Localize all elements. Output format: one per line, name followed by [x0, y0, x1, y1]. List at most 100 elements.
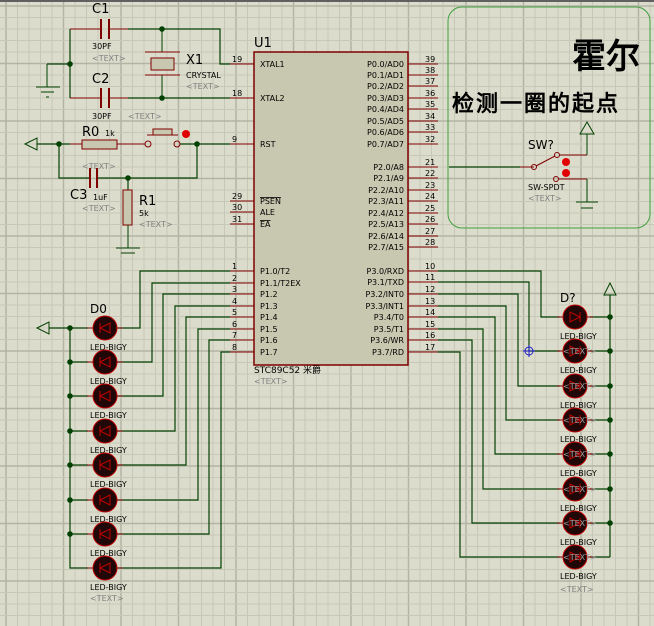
d-right-text: <TEXT> — [560, 585, 594, 594]
x1-text: <TEXT> — [186, 82, 220, 91]
led[interactable]: <TEXT>LED-BIGY — [557, 407, 597, 444]
led-value: LED-BIGY — [560, 469, 597, 478]
led-value: LED-BIGY — [560, 332, 597, 341]
led-text-overlay: <TEXT> — [563, 519, 597, 528]
resistor-r1[interactable]: R1 5k <TEXT> — [122, 189, 173, 229]
wire — [117, 293, 230, 397]
led-body — [562, 338, 588, 364]
junction-dot — [67, 497, 73, 503]
pin-name: P3.1/TXD — [367, 278, 404, 287]
capacitor-c1[interactable]: C1 30PF <TEXT> — [70, 2, 128, 63]
u1-part: STC89C52 米爵 — [254, 364, 321, 376]
pin-number: 34 — [425, 112, 435, 121]
pin-number: 29 — [232, 192, 242, 201]
title-line2: 检测一圈的起点 — [452, 91, 620, 117]
pin-number: 4 — [232, 297, 237, 306]
capacitor-c3[interactable]: C3 1uF <TEXT> — [70, 168, 116, 213]
pin-number: 32 — [425, 135, 435, 144]
title-box[interactable] — [447, 6, 651, 229]
pin-name: P1.7 — [260, 348, 278, 357]
led-value: LED-BIGY — [90, 411, 127, 420]
button-state-indicator[interactable] — [182, 130, 190, 138]
junction-dot — [607, 348, 613, 354]
led-text-overlay: <TEXT> — [563, 347, 597, 356]
d0-text: <TEXT> — [90, 594, 124, 603]
wire — [117, 328, 230, 501]
led[interactable]: LED-BIGY — [87, 349, 127, 386]
mcu-u1[interactable]: U1 STC89C52 米爵 <TEXT> 19XTAL118XTAL29RST… — [230, 36, 438, 386]
r0-value: 1k — [105, 129, 115, 138]
led[interactable]: LED-BIGY — [87, 521, 127, 558]
pin-number: 1 — [232, 262, 237, 271]
resistor-r0[interactable]: R0 1k <TEXT> — [70, 125, 145, 171]
wire — [117, 282, 230, 363]
pin-number: 36 — [425, 89, 435, 98]
led[interactable]: LED-BIGY — [87, 383, 127, 420]
junctions — [56, 26, 613, 537]
pin-number: 28 — [425, 238, 435, 247]
led-body — [92, 383, 118, 409]
switch-toggle-down[interactable] — [562, 169, 570, 177]
junction-dot — [56, 141, 62, 147]
led-body — [562, 304, 588, 330]
pin-name: P2.0/A8 — [373, 163, 404, 172]
led[interactable]: <TEXT>LED-BIGY — [557, 476, 597, 513]
pin-number: 31 — [232, 215, 242, 224]
switch-sw-spdt[interactable]: SW? SW-SPDT <TEXT> — [520, 138, 587, 203]
led[interactable]: <TEXT>LED-BIGY — [557, 373, 597, 410]
led-body — [92, 555, 118, 581]
led-body — [92, 521, 118, 547]
pin-number: 2 — [232, 274, 237, 283]
led-value: LED-BIGY — [90, 377, 127, 386]
switch-toggle-up[interactable] — [562, 158, 570, 166]
wire — [438, 270, 560, 318]
led[interactable]: LED-BIGY — [87, 418, 127, 455]
wire — [438, 328, 560, 490]
pin-number: 19 — [232, 55, 242, 64]
r1-ref: R1 — [139, 194, 156, 209]
led-text-overlay: <TEXT> — [563, 382, 597, 391]
junction-dot — [607, 417, 613, 423]
pin-number: 30 — [232, 203, 242, 212]
pin-name: P3.3/INT1 — [365, 302, 404, 311]
c1-value: 30PF — [92, 42, 112, 51]
ground-icon — [576, 179, 598, 209]
sw-ref: SW? — [528, 138, 554, 152]
pin-number: 23 — [425, 181, 435, 190]
c2-text: <TEXT> — [128, 112, 162, 121]
pin-name: P0.1/AD1 — [367, 71, 404, 80]
junction-dot — [67, 393, 73, 399]
led[interactable]: <TEXT>LED-BIGY — [557, 544, 597, 581]
pin-name: P0.6/AD6 — [367, 128, 404, 137]
led-value: LED-BIGY — [560, 504, 597, 513]
probe-crosshair-icon[interactable] — [523, 345, 535, 357]
led[interactable]: LED-BIGY — [87, 487, 127, 524]
pin-number: 10 — [425, 262, 435, 271]
wire — [69, 328, 88, 569]
led[interactable]: LED-BIGY — [87, 452, 127, 489]
led[interactable]: <TEXT>LED-BIGY — [557, 441, 597, 478]
pin-name: P0.5/AD5 — [367, 117, 404, 126]
led-value: LED-BIGY — [90, 515, 127, 524]
capacitor-c2[interactable]: C2 30PF <TEXT> — [70, 72, 162, 121]
wire — [117, 351, 230, 569]
crystal-x1[interactable]: X1 CRYSTAL <TEXT> — [145, 29, 221, 98]
led[interactable]: LED-BIGY — [87, 555, 127, 592]
led[interactable]: D?LED-BIGY — [557, 291, 597, 341]
diode-icon — [98, 390, 111, 402]
led-body — [92, 315, 118, 341]
led-body — [92, 487, 118, 513]
pin-number: 15 — [425, 320, 435, 329]
terminal-icon — [23, 137, 38, 151]
pin-name: P2.2/A10 — [368, 186, 404, 195]
led[interactable]: <TEXT>LED-BIGY — [557, 338, 597, 375]
led-value: LED-BIGY — [560, 435, 597, 444]
pin-name: RST — [260, 140, 276, 149]
led-text-overlay: <TEXT> — [563, 553, 597, 562]
led[interactable]: <TEXT>LED-BIGY — [557, 510, 597, 547]
reset-button[interactable] — [144, 128, 190, 148]
pin-name: P3.7/RD — [372, 348, 404, 357]
